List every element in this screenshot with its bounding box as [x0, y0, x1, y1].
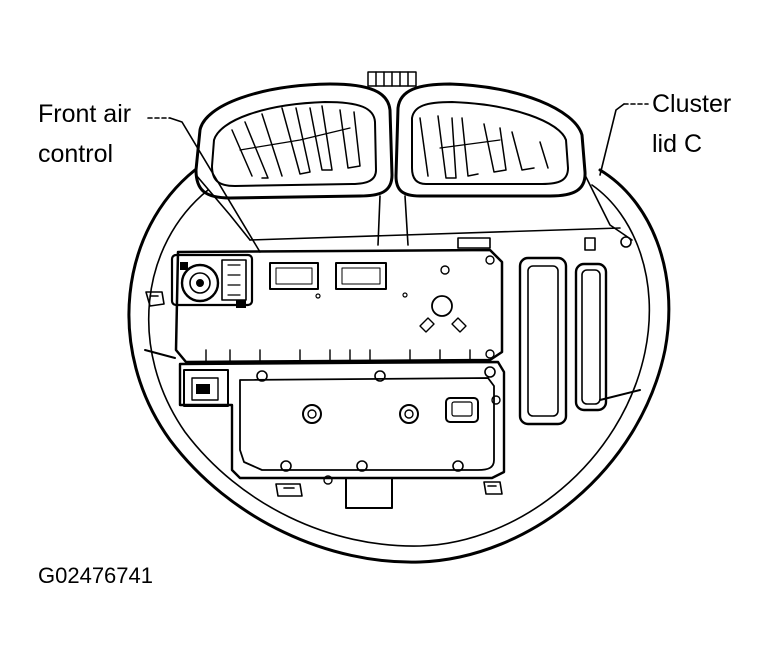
callout-cluster-lid-c-line2: lid C [652, 130, 703, 158]
right-air-vent [394, 82, 587, 198]
left-air-vent [194, 82, 394, 200]
figure-id: G02476741 [38, 563, 153, 588]
callout-front-air-control-line1: Front air [38, 100, 132, 128]
rotary-switch [170, 253, 254, 308]
lower-module [178, 360, 506, 509]
callout-leader-front-air-control [147, 117, 261, 253]
top-connector [367, 71, 417, 87]
front-air-control-module [174, 248, 504, 364]
bottom-clips [275, 481, 503, 497]
callout-leader-cluster-lid-c [599, 103, 649, 176]
left-clip [145, 291, 165, 307]
callout-front-air-control-line2: control [38, 140, 114, 168]
callout-cluster-lid-c-line1: Cluster [652, 90, 732, 118]
right-slots [518, 256, 608, 426]
vent-mounting [195, 174, 633, 251]
